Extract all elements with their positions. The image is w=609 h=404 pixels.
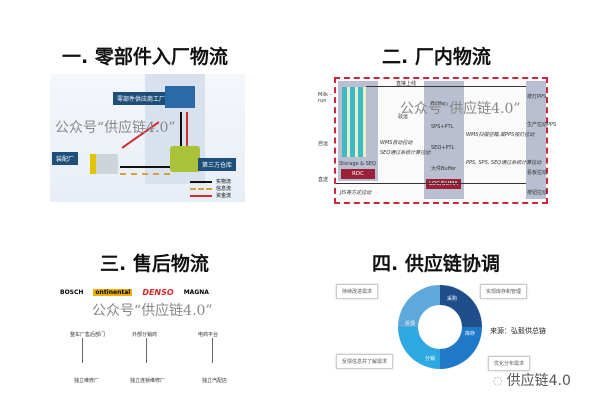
mid-sps: SPS+PTL bbox=[431, 124, 454, 130]
box-2: 优化分布需求 bbox=[488, 356, 531, 371]
right-0: 按灯PPS bbox=[527, 94, 547, 100]
mid-0: 整车厂售后部门 bbox=[70, 332, 106, 338]
brand-denso: DENSO bbox=[142, 288, 174, 297]
brand-magna: MAGNA bbox=[183, 289, 209, 296]
arrow-0 bbox=[82, 338, 83, 363]
segment-purchase bbox=[440, 285, 482, 327]
legend-money: 资金流 bbox=[216, 193, 232, 199]
brand-bosch: BOSCH bbox=[60, 289, 84, 296]
seg-label-2: 分销 bbox=[425, 355, 435, 362]
input-milkrun: Milk -run bbox=[318, 92, 332, 104]
source-label: 来源：弘毅供总链 bbox=[490, 327, 546, 335]
panel1-diagram: 零部件供应商工厂 装配厂 第三方仓库 实物流 信息流 资金流 bbox=[50, 74, 245, 202]
box-3: 反馈信息并了解需求 bbox=[336, 354, 394, 369]
watermark: 公众号“供应链4.0” bbox=[55, 120, 176, 136]
box-1: 实现库存和管理 bbox=[480, 284, 528, 299]
rdc-label: RDC bbox=[341, 169, 375, 179]
mid-buffer: Buffer bbox=[431, 101, 447, 107]
warehouse-label: 第三方仓库 bbox=[198, 158, 237, 171]
watermark-3: 公众号“供应链4.0” bbox=[92, 303, 213, 319]
legend: 实物流 信息流 资金流 bbox=[190, 178, 231, 199]
input-self: 自运 bbox=[318, 141, 329, 147]
money-arrow-v bbox=[186, 112, 188, 146]
mid-2: 电商平台 bbox=[198, 332, 219, 338]
bottom-2: 独立汽配店 bbox=[202, 378, 228, 384]
mid-seq: SEQ+PTL bbox=[431, 145, 455, 151]
segment-distribution bbox=[398, 327, 440, 369]
bottom-1: 独立连锁维修厂 bbox=[130, 378, 166, 384]
warehouse-icon bbox=[170, 146, 200, 172]
right-1: 生产拉动PPS bbox=[527, 122, 557, 128]
watermark-2: 公众号“供应链4.0” bbox=[400, 101, 521, 117]
segment-inventory bbox=[440, 327, 482, 369]
assembly-label: 装配厂 bbox=[52, 152, 79, 165]
input-direct: 直送 bbox=[318, 177, 329, 183]
bottom-0: 独立维修厂 bbox=[74, 378, 100, 384]
right-column bbox=[526, 81, 546, 199]
supplier-label: 零部件供应商工厂 bbox=[113, 92, 170, 105]
direct-send-arrow bbox=[336, 183, 526, 184]
wechat-icon: ◌ bbox=[493, 373, 503, 387]
mid-1: 外部分销商 bbox=[132, 332, 158, 338]
right-3: 按钮拉动 bbox=[527, 190, 548, 196]
brand-continental: ontinental bbox=[93, 289, 133, 296]
arrow-1 bbox=[146, 338, 147, 363]
box-0: 持续改进需求 bbox=[336, 284, 379, 299]
seg-label-0: 采购 bbox=[447, 295, 457, 302]
panel2-title: 二. 厂内物流 bbox=[382, 46, 491, 68]
material-arrow bbox=[120, 166, 170, 168]
material-arrow-v bbox=[180, 112, 182, 146]
transfer-label: 驳运 bbox=[398, 114, 409, 120]
factory-icon bbox=[165, 86, 195, 108]
panel3-title: 三. 售后物流 bbox=[100, 253, 209, 275]
storage-label: Storage & SEQ bbox=[339, 161, 376, 167]
loc-label: LOC/SUMA bbox=[426, 179, 461, 189]
wms-label: WMS自动拉动 bbox=[380, 140, 413, 146]
rack-icon bbox=[342, 87, 366, 157]
legend-material: 实物流 bbox=[216, 179, 232, 185]
panel2-diagram: Storage & SEQ RDC Buffer SPS+PTL SEQ+PTL… bbox=[334, 77, 556, 204]
right-2: 看板拉动 bbox=[527, 170, 548, 176]
panel4-title: 四. 供应链协调 bbox=[372, 253, 500, 275]
direct-arrow bbox=[366, 86, 526, 87]
footer-text: 供应链4.0 bbox=[506, 373, 571, 389]
machine-icon bbox=[90, 154, 118, 174]
footer-brand: ◌ 供应链4.0 bbox=[493, 370, 571, 390]
segment-feedback bbox=[398, 285, 440, 327]
legend-info: 信息流 bbox=[216, 186, 232, 192]
arrow-2 bbox=[212, 338, 213, 363]
panel1-title: 一. 零部件入厂物流 bbox=[62, 46, 228, 68]
jis-label: JIS等方式拉动 bbox=[340, 190, 372, 196]
seq-label: SEQ通过系统计算拉动 bbox=[380, 150, 431, 156]
wms2-label: WMS扫描空箱,或PPS按灯拉动 bbox=[466, 132, 535, 138]
info-arrow bbox=[120, 173, 170, 175]
cycle-diagram: 采购 库存 分销 反馈 bbox=[398, 285, 482, 369]
pps-label: PPS, SPS, SEQ通过系统计算拉动 bbox=[466, 160, 542, 166]
seg-label-1: 库存 bbox=[465, 330, 475, 337]
brand-row: BOSCH ontinental DENSO MAGNA bbox=[60, 288, 209, 297]
mid-large-buffer: 大件Buffer bbox=[431, 166, 457, 172]
direct-label: 直接上线 bbox=[396, 81, 417, 87]
seg-label-3: 反馈 bbox=[405, 320, 415, 327]
